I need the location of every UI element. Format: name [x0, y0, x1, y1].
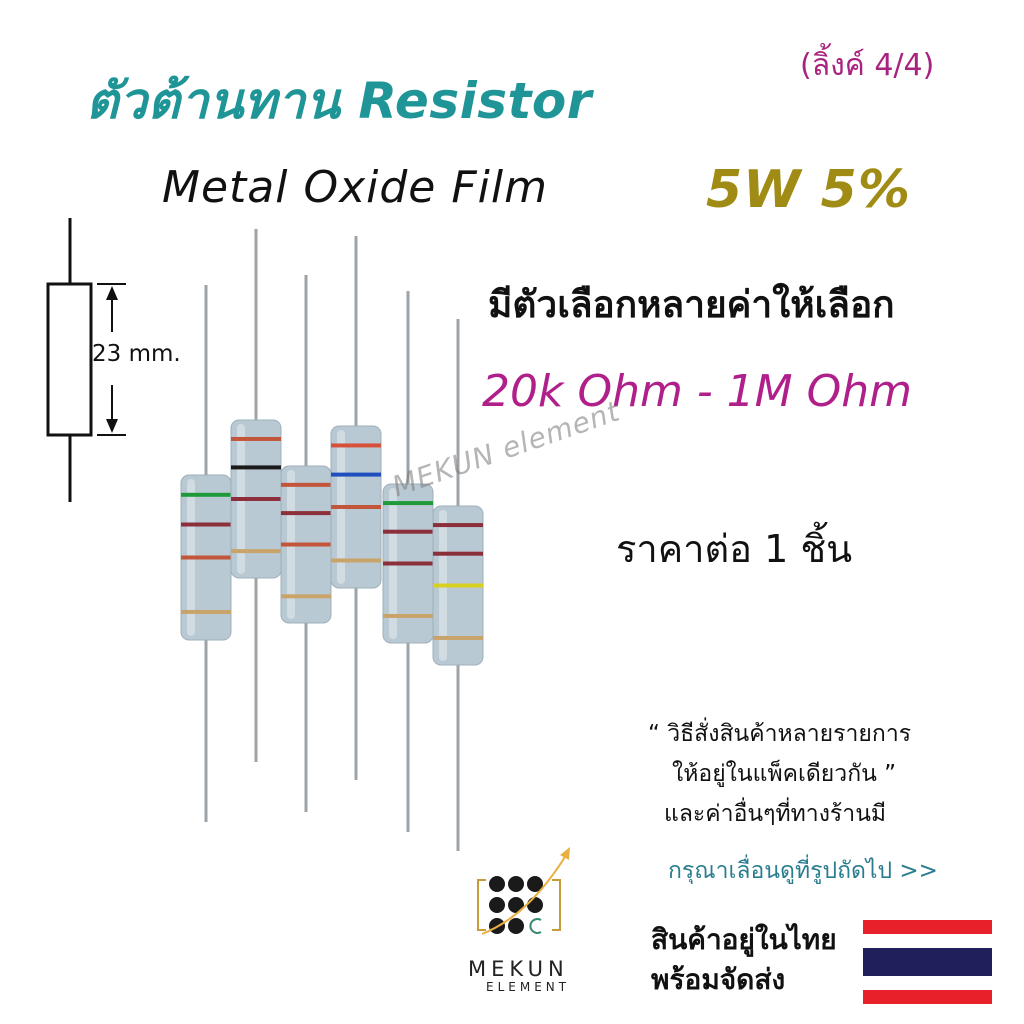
- order-note-line-1: “ วิธีสั่งสินค้าหลายรายการ: [648, 721, 912, 747]
- order-note-line-2: ให้อยู่ในแพ็คเดียวกัน ”: [672, 761, 897, 787]
- resistor-color-band: [231, 549, 281, 554]
- resistor-photo: [180, 229, 484, 851]
- resistor-color-band: [383, 501, 433, 506]
- dimension-arrow-down-icon: [106, 419, 118, 433]
- resistor-color-band: [181, 522, 231, 527]
- resistor-color-band: [231, 497, 281, 501]
- resistor-color-band: [383, 561, 433, 566]
- resistor-color-band: [433, 635, 483, 640]
- stock-location-text: สินค้าอยู่ในไทย: [651, 923, 837, 956]
- resistor-color-band: [181, 492, 231, 497]
- resistor-color-band: [281, 482, 331, 487]
- resistor-color-band: [383, 529, 433, 534]
- order-note-line-3: และค่าอื่นๆที่ทางร้านมี: [664, 801, 887, 827]
- resistor-color-band: [433, 523, 483, 528]
- next-image-hint[interactable]: กรุณาเลื่อนดูที่รูปถัดไป >>: [668, 858, 938, 884]
- resistor-color-band: [181, 609, 231, 614]
- dimension-arrow-up-icon: [106, 286, 118, 300]
- resistor-color-band: [383, 613, 433, 618]
- resistor-color-band: [331, 558, 381, 563]
- dimension-label: 23 mm.: [92, 341, 181, 367]
- resistor-color-band: [281, 594, 331, 599]
- resistor-color-band: [231, 465, 281, 470]
- resistor-color-band: [331, 505, 381, 509]
- mekun-logo-icon: [477, 847, 570, 935]
- power-tolerance-rating: 5W 5%: [706, 160, 911, 220]
- resistor-color-band: [331, 443, 381, 448]
- resistor-color-band: [281, 511, 331, 516]
- price-unit-text: ราคาต่อ 1 ชิ้น: [616, 527, 853, 571]
- film-type-label: Metal Oxide Film: [162, 162, 548, 213]
- resistor-color-band: [281, 542, 331, 547]
- resistor-color-band: [331, 472, 381, 477]
- link-index-label: (ลิ้งค์ 4/4): [800, 48, 935, 83]
- resistor-color-band: [181, 555, 231, 560]
- options-text: มีตัวเลือกหลายค่าให้เลือก: [488, 283, 895, 326]
- thai-flag-icon: [863, 920, 992, 1004]
- resistance-range: 20k Ohm - 1M Ohm: [482, 366, 913, 417]
- schematic-body: [46, 282, 93, 437]
- resistor-color-band: [433, 551, 483, 556]
- resistor-color-band: [433, 583, 483, 588]
- resistor-schematic: [46, 218, 126, 502]
- logo-name: MEKUN: [468, 957, 569, 981]
- ready-to-ship-text: พร้อมจัดส่ง: [651, 963, 786, 996]
- resistor-color-band: [231, 436, 281, 441]
- product-title: ตัวต้านทาน Resistor: [86, 72, 592, 130]
- logo-subtitle: ELEMENT: [486, 980, 571, 994]
